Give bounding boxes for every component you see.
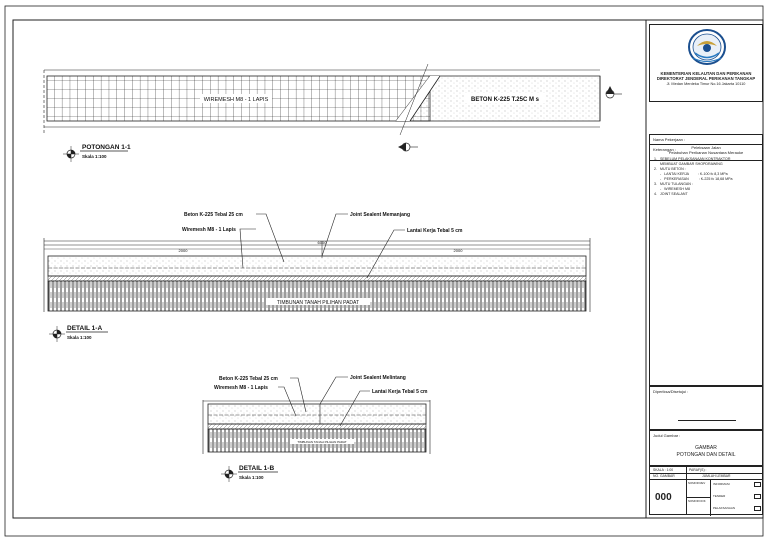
section-marker-right (605, 86, 622, 99)
callout-beton-1b: Beton K-225 Tebal 25 cm (219, 376, 278, 382)
detail-1b-title: DETAIL 1-B (239, 465, 274, 472)
org-line1: KEMENTERIAN KELAUTAN DAN PERIKANAN (660, 71, 752, 76)
org-address: Jl. Medan Merdeka Timur No.16 Jakarta 10… (666, 82, 746, 86)
title-marker-1a (49, 326, 108, 342)
dim-right: 2000 (454, 248, 464, 253)
section-1-1-title: POTONGAN 1-1 (82, 144, 131, 151)
paraf-label: PARAF(S) : (689, 468, 707, 472)
callout-joint-1b: Joint Sealent Melintang (350, 375, 406, 381)
note-item: - PERKERASAN : K-225 fc 18,68 MPa (654, 177, 733, 181)
notes-header: Keterangan : (653, 147, 676, 152)
checkbox-informasi[interactable] (754, 482, 761, 487)
number-box: SKALA : 1:00 PARAF(S) : NO. GAMBAR JUMLA… (649, 466, 763, 516)
note-item: 4. JOINT SEALANT (654, 192, 688, 196)
check-tender: TENDER (713, 494, 726, 498)
detail-1b: TIMBUNAN TANAH PILIHAN PADAT Beton K-225… (202, 375, 431, 482)
section-marker-bottom (398, 142, 418, 152)
drawing-title-line2: POTONGAN DAN DETAIL (676, 452, 736, 458)
drawing-number: 000 (655, 492, 672, 503)
beton-label: BETON K-225 T.25C M s (471, 97, 540, 103)
section-1-1: WIREMESH M8 - 1 LAPIS BETON K-225 T.25C … (43, 63, 622, 162)
soil-1a (47, 280, 587, 312)
soil-label-1b: TIMBUNAN TANAH PILIHAN PADAT (297, 440, 346, 444)
slab-1a (47, 255, 587, 277)
inner-frame (12, 19, 764, 519)
ministry-logo-icon (688, 29, 726, 65)
detail-1b-scale: Skala 1:100 (239, 475, 264, 480)
callout-lantai-1a: Lantai Kerja Tebal 5 cm (407, 228, 463, 234)
notes-box: Keterangan : 1. SEBELUM PELAKSANAAN KONT… (649, 144, 763, 386)
drawing-title-box: Judul Gambar : GAMBAR POTONGAN DAN DETAI… (649, 430, 763, 466)
no-gambar-label: NO. GAMBAR (653, 474, 675, 478)
detail-1a-title: DETAIL 1-A (67, 325, 102, 332)
note-item: - LANTAI KERJA : K-100 fc 8,3 MPa (654, 172, 728, 176)
note-item: MEMBUAT GAMBAR SHOPDRAWING (654, 162, 723, 166)
check-pelaksanaan: PELAKSANAAN (713, 506, 736, 510)
title-marker-1b (221, 466, 278, 482)
project-header: Nama Pekerjaan : (653, 137, 686, 142)
drawing-title-line1: GAMBAR (695, 445, 717, 451)
drawing-title-header: Judul Gambar : (653, 433, 681, 438)
detail-1a: 2000 6000 2000 TIMBUNAN TANAH PILIHAN PA… (43, 212, 591, 342)
dim-total: 6000 (318, 240, 328, 245)
detail-1a-scale: Skala 1:100 (67, 335, 92, 340)
note-item: - WIREMESH M8 (654, 187, 690, 191)
wiremesh-label: WIREMESH M8 - 1 LAPIS (204, 97, 269, 103)
note-item: 2. MUTU BETON : (654, 167, 686, 171)
checkbox-tender[interactable] (754, 494, 761, 499)
title-block: KEMENTERIAN KELAUTAN DAN PERIKANAN DIREK… (649, 20, 763, 518)
note-item: 3. MUTU TULANGAN : (654, 182, 693, 186)
scale-label: SKALA : 1:00 (653, 468, 674, 472)
sub-label-1: NOMOR REV (688, 481, 706, 485)
callout-wiremesh-1b: Wiremesh M8 - 1 Lapis (214, 385, 268, 391)
signature-line (678, 420, 736, 421)
callout-beton-1a: Beton K-225 Tebal 25 cm (184, 212, 243, 218)
callout-lantai-1b: Lantai Kerja Tebal 5 cm (372, 389, 428, 395)
project-line2: Pelabuhan Perikanan Nusantara Merauke (668, 150, 744, 155)
approval-header: Diperiksa/Disetujui : (653, 389, 689, 394)
dim-left: 2000 (179, 248, 189, 253)
slab-1b (207, 403, 427, 425)
checkbox-pelaksanaan[interactable] (754, 506, 761, 511)
approval-box: Diperiksa/Disetujui : (649, 386, 763, 430)
title-marker-1-1 (63, 146, 128, 162)
check-informasi: INFORMASI (713, 482, 730, 486)
callout-joint-1a: Joint Sealent Memanjang (350, 212, 410, 218)
jumlah-label: JUMLAH LEMBAR (702, 474, 731, 478)
sub-label-2: NOMOR DOK (688, 499, 706, 503)
soil-label-1a: TIMBUNAN TANAH PILIHAN PADAT (277, 300, 359, 306)
org-line2: DIREKTORAT JENDERAL PERIKANAN TANGKAP (656, 76, 756, 81)
project-line1: Peleksaan Jalan (691, 145, 721, 150)
org-box: KEMENTERIAN KELAUTAN DAN PERIKANAN DIREK… (649, 24, 763, 102)
callout-wiremesh-1a: Wiremesh M8 - 1 Lapis (182, 227, 236, 233)
note-item: 1. SEBELUM PELAKSANAAN KONTRAKTOR (654, 157, 731, 161)
section-1-1-scale: Skala 1:100 (82, 154, 107, 159)
